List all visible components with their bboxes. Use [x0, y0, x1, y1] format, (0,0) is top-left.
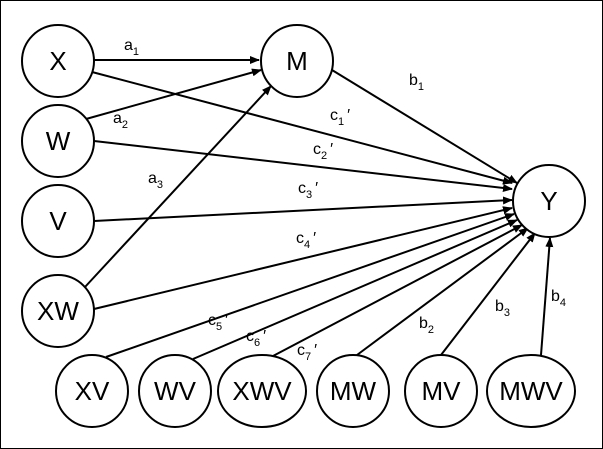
edge-label-mv-to-y: b3 — [495, 298, 510, 319]
edge-label-xw-to-m: a3 — [148, 170, 163, 191]
node-label-xv: XV — [75, 376, 110, 406]
node-xwv: XWV — [217, 354, 307, 428]
edge-labels-layer: a1 a2 a3 b1 c1′ c2′ c3′ c4′ c5′ c6′ c7′ b2 b3 b4 — [113, 37, 566, 363]
edge-label-mwv-to-y: b4 — [551, 288, 566, 309]
node-shape-wv — [138, 354, 212, 428]
node-xw: XW — [21, 274, 95, 348]
node-label-mv: MV — [422, 376, 462, 406]
edge-label-v-to-y: c3′ — [298, 180, 318, 201]
node-mwv: MWV — [486, 354, 576, 428]
node-wv: WV — [138, 354, 212, 428]
node-label-x: X — [49, 46, 66, 76]
node-label-w: W — [46, 126, 71, 156]
node-m: M — [260, 24, 334, 98]
node-mw: MW — [316, 354, 390, 428]
node-w: W — [21, 104, 95, 178]
edge-arrow-x-to-y — [91, 71, 513, 185]
edge-arrow-xw-to-y — [93, 206, 513, 310]
edge-label-mw-to-y: b2 — [419, 315, 434, 336]
edge-label-xw-to-y: c4′ — [296, 230, 316, 251]
node-shape-xwv — [217, 354, 307, 428]
edge-arrow-xw-to-m — [84, 85, 272, 288]
node-v: V — [21, 184, 95, 258]
edge-arrow-v-to-y — [93, 196, 513, 222]
node-shape-m — [260, 24, 334, 98]
node-shape-mw — [316, 354, 390, 428]
edge-arrow-mw-to-y — [356, 227, 529, 356]
edge-label-w-to-y: c2′ — [313, 141, 333, 162]
edge-arrow-mv-to-y — [440, 232, 536, 356]
node-label-wv: WV — [154, 376, 197, 406]
node-label-xwv: XWV — [232, 376, 292, 406]
edge-label-xwv-to-y: c7′ — [297, 342, 317, 363]
edge-label-x-to-m: a1 — [124, 37, 139, 58]
node-label-v: V — [49, 206, 67, 236]
node-label-y: Y — [540, 186, 557, 216]
node-y: Y — [512, 164, 586, 238]
node-mv: MV — [404, 354, 478, 428]
node-shape-x — [21, 24, 95, 98]
edge-label-xv-to-y: c5′ — [208, 312, 228, 333]
edge-label-w-to-m: a2 — [113, 110, 128, 131]
edge-label-m-to-y: b1 — [409, 72, 424, 93]
node-shape-xv — [55, 354, 129, 428]
node-shape-v — [21, 184, 95, 258]
node-shape-mv — [404, 354, 478, 428]
edge-arrow-m-to-y — [331, 69, 518, 184]
edge-arrow-mwv-to-y — [540, 237, 554, 356]
node-label-mw: MW — [330, 376, 377, 406]
edge-arrow-xv-to-y — [105, 213, 515, 358]
node-label-mwv: MWV — [499, 376, 563, 406]
node-shape-w — [21, 104, 95, 178]
edges-layer — [84, 56, 554, 360]
node-shape-y — [512, 164, 586, 238]
node-xv: XV — [55, 354, 129, 428]
node-shape-xw — [21, 274, 95, 348]
node-x: X — [21, 24, 95, 98]
node-label-xw: XW — [37, 296, 79, 326]
node-label-m: M — [286, 46, 308, 76]
edge-label-wv-to-y: c6′ — [246, 328, 266, 349]
edge-arrow-w-to-y — [93, 140, 513, 192]
node-shape-mwv — [486, 354, 576, 428]
edge-arrow-wv-to-y — [192, 219, 518, 360]
edge-arrow-xwv-to-y — [272, 224, 523, 357]
edge-label-x-to-y: c1′ — [330, 107, 350, 128]
